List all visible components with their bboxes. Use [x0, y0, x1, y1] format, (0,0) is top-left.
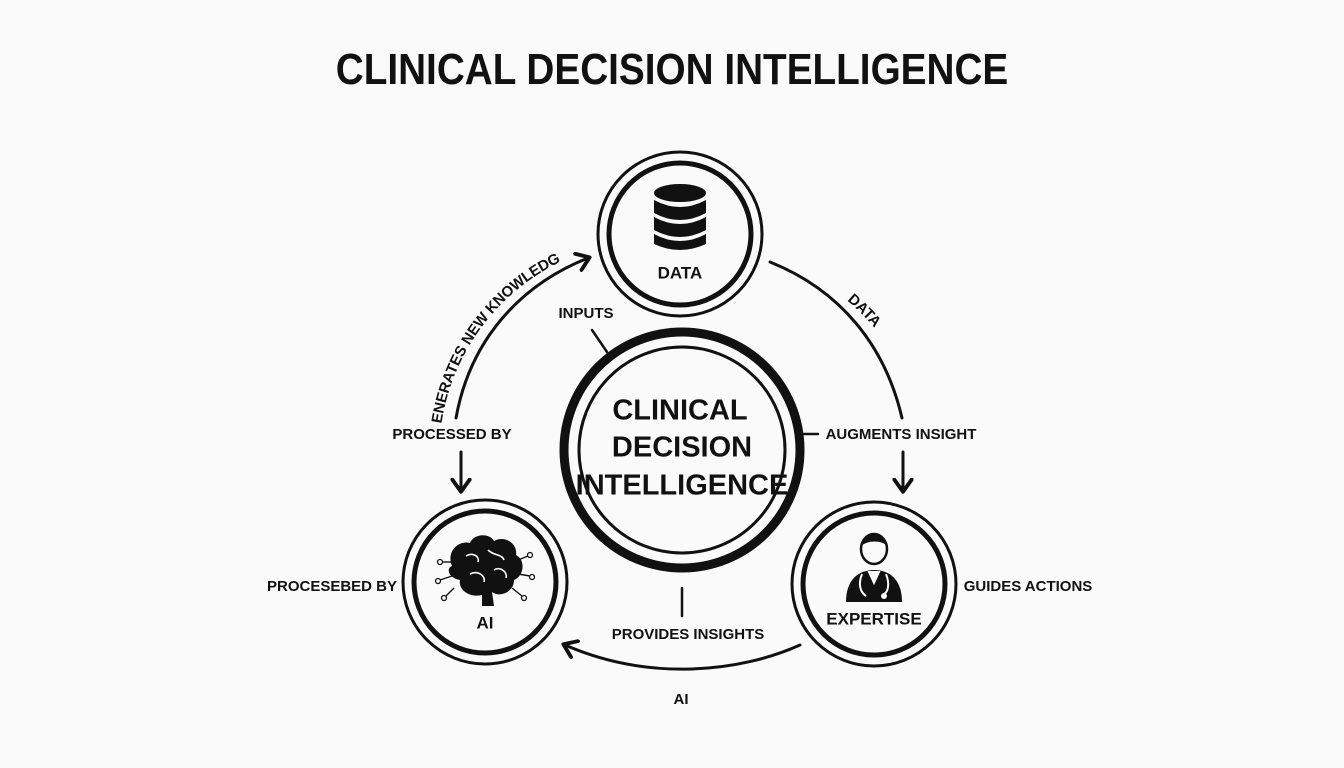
data-node: DATA	[596, 150, 764, 318]
arrow-data-to-expertise	[768, 260, 904, 420]
connector-inputs	[590, 328, 609, 354]
ai-node-label: AI	[477, 613, 494, 632]
doctor-stethoscope-icon	[846, 532, 902, 602]
page-title: CLINICAL DECISION INTELLIGENCE	[336, 44, 1009, 94]
expertise-node: EXPERTISE	[790, 500, 958, 668]
label-data-arc: DATA	[844, 291, 884, 331]
center-node: CLINICAL DECISION INTELLIGENCE	[559, 327, 805, 573]
flow-arrows	[454, 258, 904, 671]
label-augments-insight: AUGMENTS INSIGHT	[826, 426, 977, 443]
label-processed-by-outer: PROCESEBED BY	[267, 578, 397, 595]
data-node-label: DATA	[658, 263, 703, 282]
center-line-2: DECISION	[612, 432, 752, 464]
label-ai-bottom: AI	[674, 691, 689, 708]
label-guides-actions: GUIDES ACTIONS	[964, 578, 1093, 595]
label-provides-insights: PROVIDES INSIGHTS	[612, 626, 765, 643]
label-processed-by-left: PROCESSED BY	[392, 426, 511, 443]
label-inputs: INPUTS	[558, 305, 613, 322]
database-icon	[654, 184, 706, 250]
arrow-expertise-to-ai	[565, 645, 802, 671]
center-line-3: INTELLIGENCE	[576, 470, 789, 502]
brain-circuit-icon	[434, 535, 536, 606]
arrow-ai-to-data	[454, 258, 588, 420]
ai-node: AI	[401, 498, 569, 666]
expertise-node-label: EXPERTISE	[826, 609, 921, 628]
center-line-1: CLINICAL	[612, 395, 747, 427]
